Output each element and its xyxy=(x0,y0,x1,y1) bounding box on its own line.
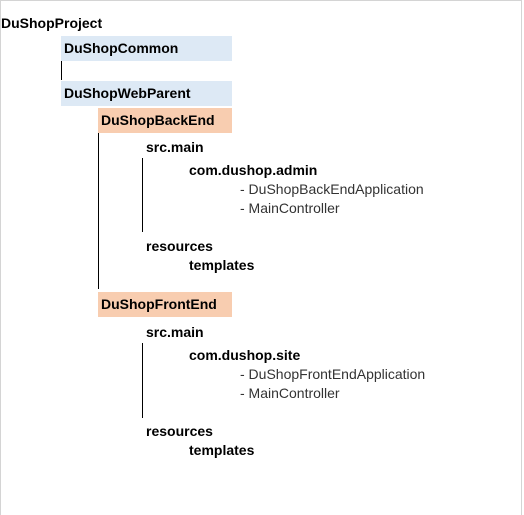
frontend-src-main: src.main xyxy=(146,324,204,340)
backend-templates: templates xyxy=(189,257,255,273)
frontend-class-application: - DuShopFrontEndApplication xyxy=(240,366,426,382)
frontend-templates: templates xyxy=(189,442,255,458)
backend-src-main: src.main xyxy=(146,139,204,155)
module-web-parent: DuShopWebParent xyxy=(61,81,232,106)
module-backend: DuShopBackEnd xyxy=(98,108,232,133)
connector-backend-src xyxy=(142,158,143,232)
backend-resources: resources xyxy=(146,238,213,254)
frontend-resources: resources xyxy=(146,423,213,439)
module-frontend: DuShopFrontEnd xyxy=(98,292,232,317)
backend-class-application: - DuShopBackEndApplication xyxy=(240,181,424,197)
backend-package: com.dushop.admin xyxy=(189,162,318,178)
project-root: DuShopProject xyxy=(1,15,103,31)
connector-common-to-webparent xyxy=(61,61,62,80)
frontend-class-controller: - MainController xyxy=(240,385,340,401)
module-common: DuShopCommon xyxy=(61,36,232,61)
backend-class-controller: - MainController xyxy=(240,200,340,216)
connector-backend-to-frontend xyxy=(98,132,99,289)
connector-frontend-src xyxy=(142,343,143,418)
frontend-package: com.dushop.site xyxy=(189,347,301,363)
